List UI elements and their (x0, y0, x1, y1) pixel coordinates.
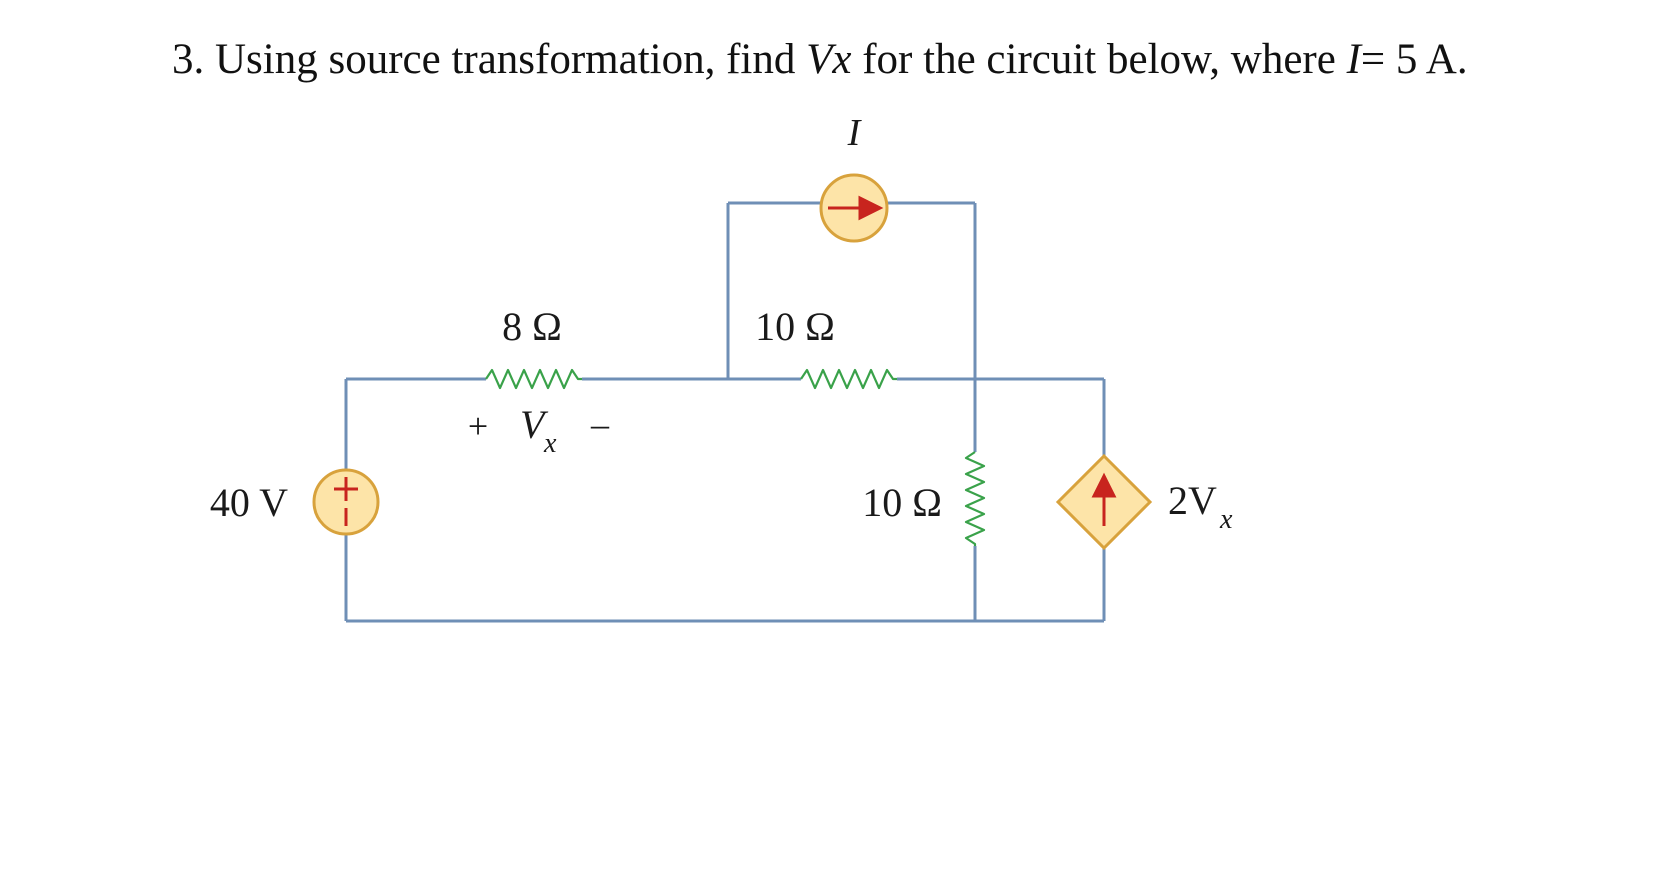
voltage-source-40v (312, 468, 380, 536)
resistor-10-vertical-label: 10 Ω (862, 480, 942, 525)
vx-subscript: x (543, 428, 557, 459)
voltage-source-body (312, 468, 380, 536)
question-text: 3. Using source transformation, find Vx … (172, 30, 1468, 90)
vx-symbol: V (520, 402, 549, 447)
resistor-10-ohm-vertical (964, 451, 986, 546)
question-number: 3. (172, 36, 205, 83)
vx-minus-sign: – (590, 404, 610, 444)
resistor-10-top-label: 10 Ω (755, 304, 835, 349)
current-source-arrow-head (858, 195, 884, 221)
vx-plus-sign: + (468, 406, 488, 446)
question-equals-value: = 5 A. (1360, 36, 1468, 83)
circuit-wires (344, 201, 1106, 623)
question-text-middle: for the circuit below, where (862, 36, 1336, 83)
question-variable: Vx (806, 36, 852, 83)
resistor-8-ohm (485, 368, 582, 390)
dependent-current-source (1055, 453, 1153, 551)
dependent-source-subscript: x (1219, 504, 1233, 535)
question-current-symbol: I (1346, 36, 1361, 83)
question-text-before: Using source transformation, find (215, 36, 796, 83)
voltage-source-label: 40 V (210, 480, 288, 525)
dependent-source-coef: 2V (1168, 478, 1217, 523)
current-source-label: I (847, 112, 863, 154)
current-source-independent (819, 173, 889, 243)
dependent-source-arrow-head (1091, 472, 1117, 498)
resistor-8-label: 8 Ω (502, 304, 562, 349)
resistor-10-ohm-horizontal (800, 368, 897, 390)
